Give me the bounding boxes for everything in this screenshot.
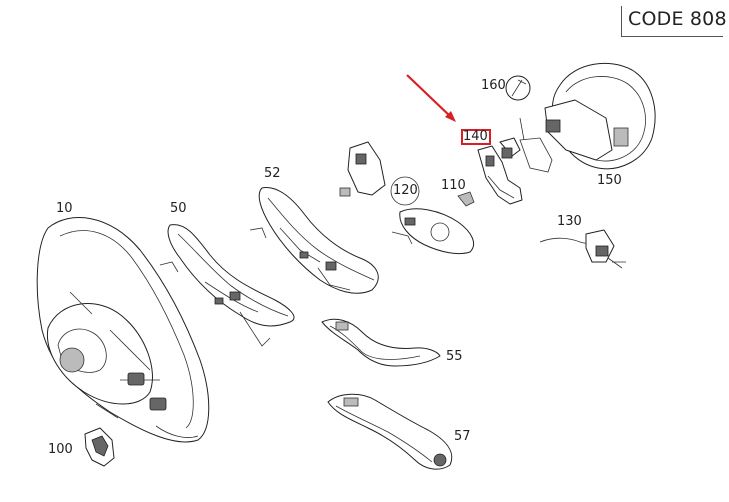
- circle-120-icon: [390, 176, 420, 206]
- clip-drawing: [84, 427, 115, 467]
- label-140: 140: [463, 129, 488, 144]
- label-110: 110: [441, 178, 466, 193]
- switch-unit-drawing: [339, 141, 474, 255]
- label-100: 100: [48, 442, 73, 457]
- red-arrow-icon: [406, 74, 456, 122]
- connector-110-drawing: [457, 191, 475, 207]
- switch-140-drawing: [477, 137, 523, 205]
- label-57: 57: [454, 429, 471, 444]
- lower-trim-57-drawing: [327, 393, 453, 470]
- lower-trim-55-drawing: [321, 318, 441, 367]
- label-52: 52: [264, 166, 281, 181]
- trim-cover-right-drawing: [249, 186, 379, 294]
- label-150: 150: [597, 173, 622, 188]
- wrench-icon: [505, 75, 531, 141]
- wiring-harness-drawing: [539, 229, 626, 269]
- label-130: 130: [557, 214, 582, 229]
- label-120: 120: [393, 183, 418, 198]
- code-label: CODE 808: [628, 8, 727, 30]
- label-55: 55: [446, 349, 463, 364]
- label-160: 160: [481, 78, 506, 93]
- label-50: 50: [170, 201, 187, 216]
- highlight-box-140: [461, 129, 491, 145]
- airbag-module-drawing: [501, 62, 656, 173]
- label-10: 10: [56, 201, 73, 216]
- code-box: [621, 6, 723, 37]
- steering-wheel-drawing: [36, 217, 210, 443]
- trim-cover-left-drawing: [159, 224, 295, 347]
